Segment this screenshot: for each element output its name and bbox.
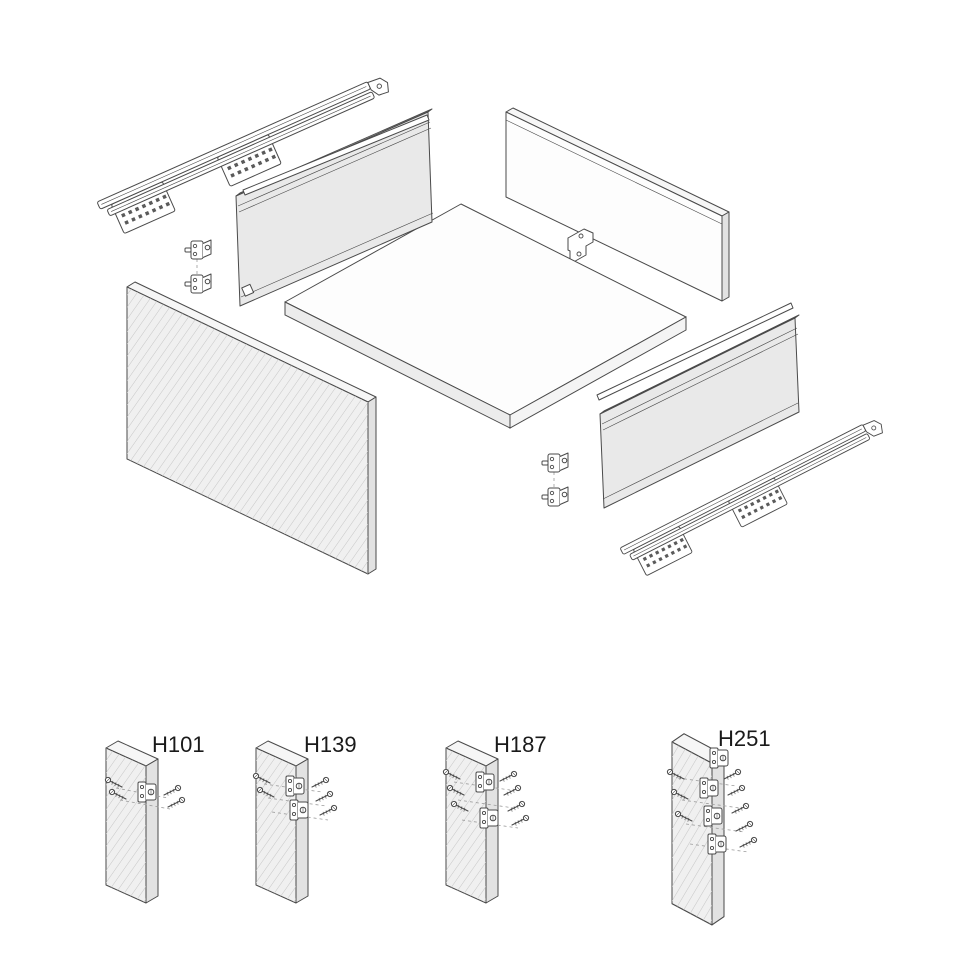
screw-icon: [319, 804, 338, 817]
screw-icon: [311, 776, 330, 789]
gallery-rail-left: [242, 114, 430, 196]
front-bracket-icon: [703, 805, 723, 827]
mounting-panel-icon: [105, 740, 159, 904]
screw-icon: [727, 784, 746, 797]
front-bracket-icon: [137, 781, 157, 803]
front-fixing-brackets-right: [542, 453, 568, 506]
screw-icon: [735, 820, 754, 833]
screw-icon: [723, 768, 742, 781]
drawer-bottom-panel: [284, 203, 687, 429]
front-bracket-icon: [285, 775, 305, 797]
gallery-rail-right: [596, 302, 794, 401]
detail-label: H101: [152, 732, 205, 757]
mounting-panel-icon: [255, 740, 309, 904]
front-bracket-icon: [707, 833, 727, 855]
drawer-back-panel: [505, 107, 730, 302]
detail-h101: H101: [104, 732, 205, 904]
front-fixing-brackets-left: [185, 240, 211, 293]
front-bracket-icon: [479, 807, 499, 829]
screw-icon: [731, 802, 750, 815]
detail-h251: H251: [666, 726, 771, 926]
screw-icon: [167, 796, 186, 809]
bracket-pair-icon: [185, 240, 211, 293]
cabinet-side-panel: [126, 281, 377, 575]
bracket-pair-icon: [542, 453, 568, 506]
detail-h139: H139: [252, 732, 357, 904]
front-bracket-icon: [709, 747, 729, 769]
screw-icon: [499, 770, 518, 783]
drawer-side-panel-right: [599, 314, 800, 509]
screw-icon: [503, 784, 522, 797]
screw-icon: [739, 836, 758, 849]
front-bracket-icon: [475, 771, 495, 793]
screw-icon: [163, 784, 182, 797]
front-bracket-icon: [699, 777, 719, 799]
detail-h187: H187: [442, 732, 547, 904]
detail-label: H139: [304, 732, 357, 757]
screw-icon: [507, 800, 526, 813]
screw-icon: [511, 814, 530, 827]
front-bracket-icon: [289, 799, 309, 821]
detail-label: H251: [718, 726, 771, 751]
detail-label: H187: [494, 732, 547, 757]
screw-icon: [315, 790, 334, 803]
rear-fixing-bracket-icon: [567, 228, 594, 265]
